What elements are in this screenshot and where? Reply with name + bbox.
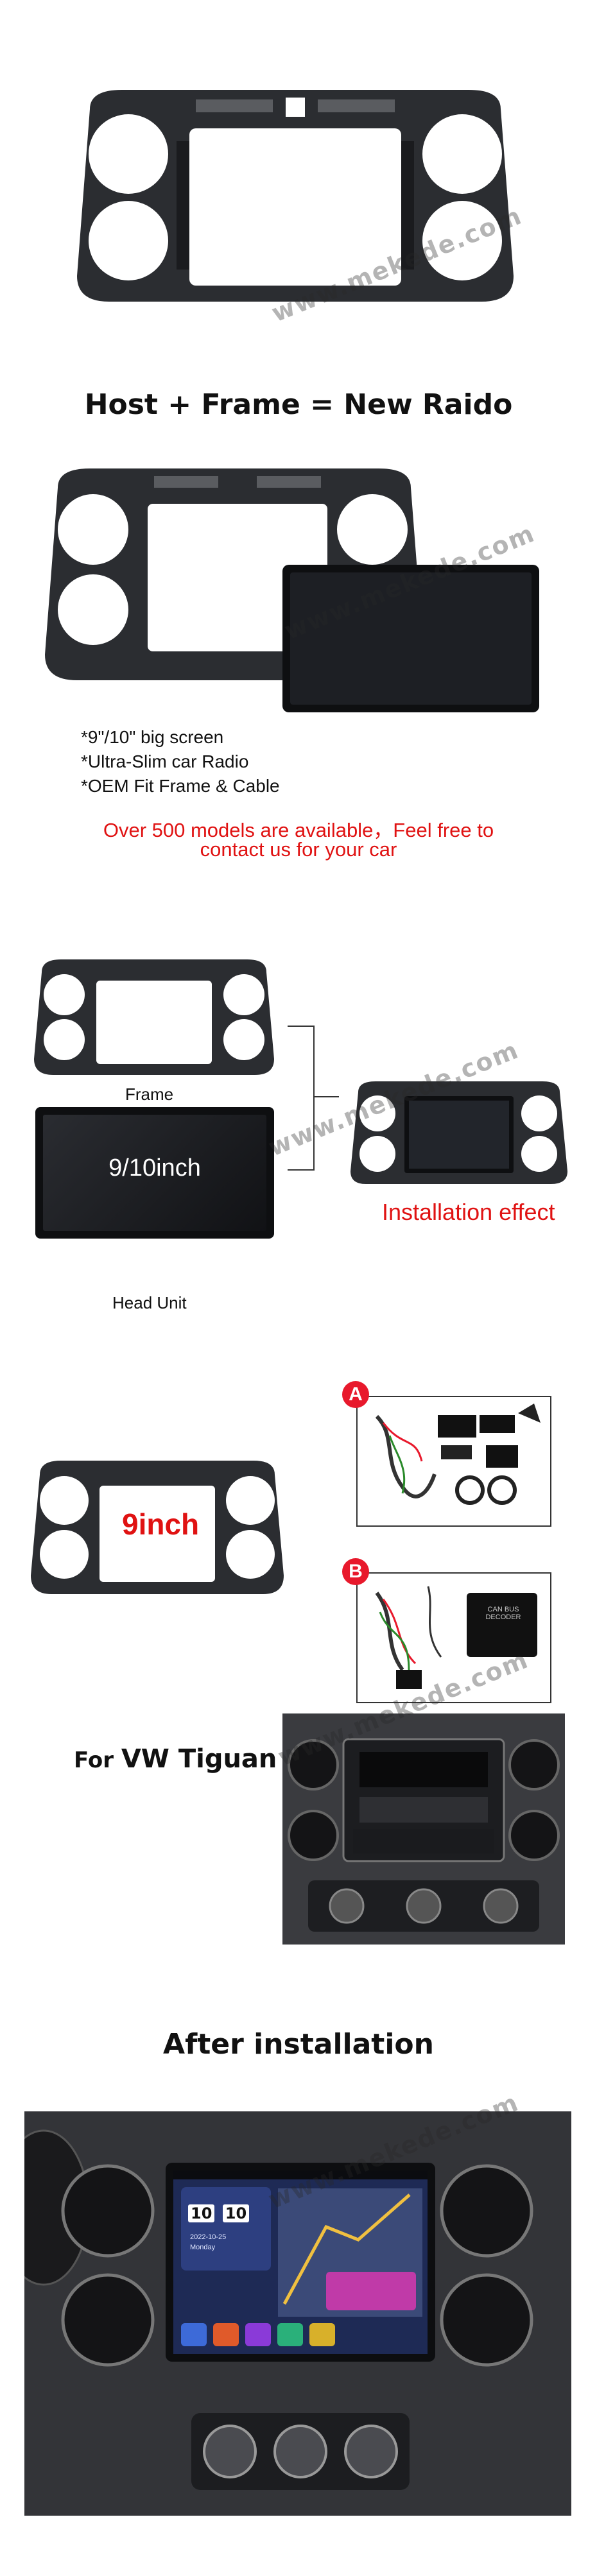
screen-day: Monday — [190, 2244, 216, 2251]
cable-kit-b: CAN BUS DECODER — [356, 1572, 551, 1703]
for-model-label: For VW Tiguan — [74, 1744, 277, 1774]
canbus-box-text: CAN BUS DECODER — [485, 1606, 521, 1621]
section-heading-after-installation: After installation — [163, 2028, 434, 2061]
dash-frame-svg — [77, 90, 514, 302]
installation-image — [347, 1078, 571, 1187]
size-label: 9inch — [122, 1507, 200, 1541]
section-heading-host-frame: Host + Frame = New Raido — [84, 388, 513, 421]
feature-item: *9"/10" big screen — [81, 727, 224, 747]
clock-hours: 10 — [188, 2204, 215, 2222]
frame-9inch-image: 9inch — [26, 1457, 289, 1598]
bracket-connector-arm — [313, 1096, 339, 1097]
frame-label: Frame — [125, 1085, 174, 1104]
promo-line-1: Over 500 models are available，Feel free … — [103, 819, 494, 841]
small-frame-image — [29, 956, 279, 1078]
installation-label: Installation effect — [382, 1199, 555, 1225]
head-unit-label: Head Unit — [112, 1293, 187, 1312]
screen-date: 2022-10-25 — [190, 2233, 227, 2241]
bracket-connector — [288, 1026, 315, 1171]
original-dashboard-image — [282, 1713, 565, 1945]
promo-line-2: contact us for your car — [200, 838, 397, 861]
installed-dashboard-image: 10 10 2022-10-25 Monday — [24, 2111, 571, 2516]
head-unit-image: 9/10inch — [35, 1107, 274, 1239]
cable-kit-a — [356, 1396, 551, 1527]
frame-with-unit-image — [39, 462, 546, 719]
screen-clock: 10 10 — [188, 2204, 250, 2222]
feature-item: *Ultra-Slim car Radio — [81, 751, 249, 771]
feature-item: *OEM Fit Frame & Cable — [81, 776, 280, 796]
frame-unit-svg — [45, 468, 539, 712]
clock-minutes: 10 — [222, 2204, 250, 2222]
head-unit-screen-text: 9/10inch — [108, 1155, 201, 1181]
badge-a: A — [342, 1381, 369, 1408]
for-prefix: For — [74, 1747, 121, 1773]
badge-b: B — [342, 1558, 369, 1585]
frame-hero-image — [64, 83, 526, 308]
for-model: VW Tiguan — [121, 1744, 277, 1774]
